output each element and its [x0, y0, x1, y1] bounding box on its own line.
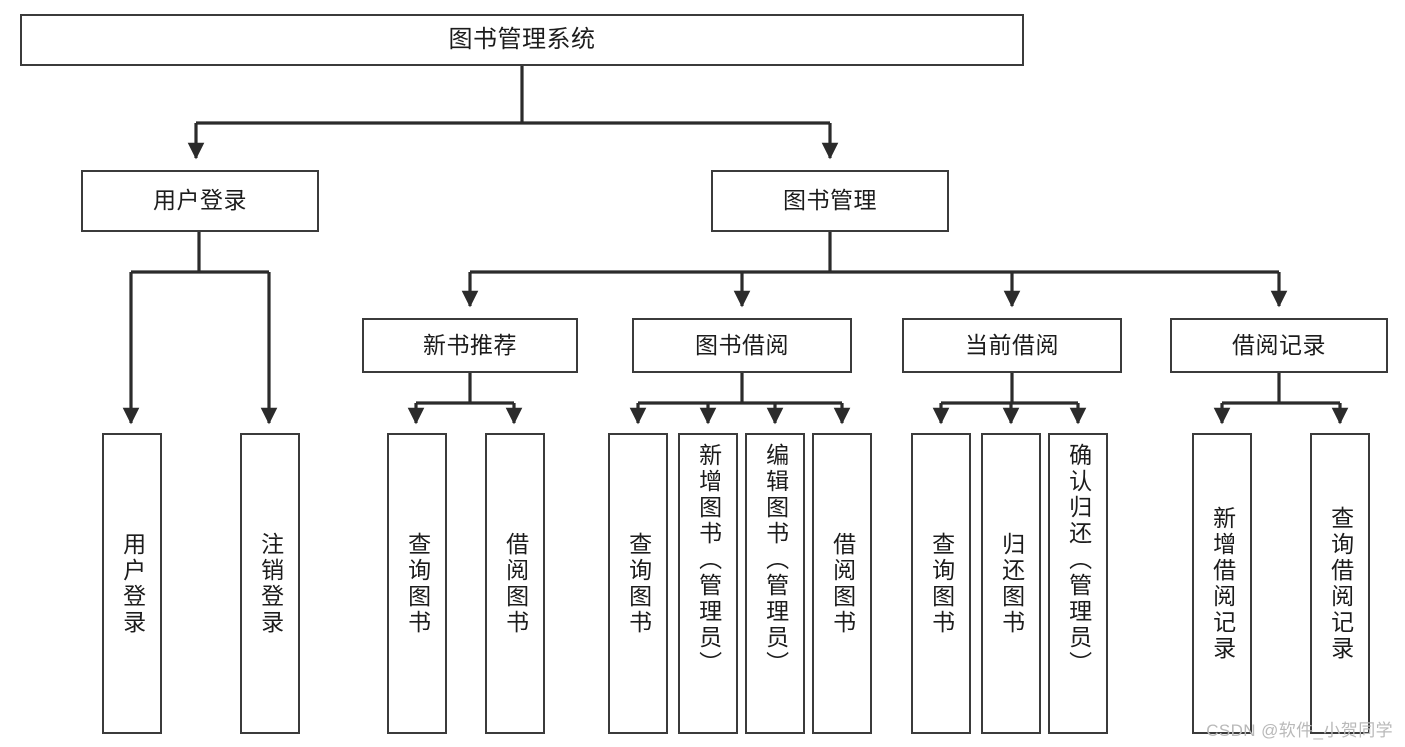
node-label: 图书管理	[783, 187, 877, 214]
node-leaf-logout-login[interactable]: 注销登录	[240, 433, 300, 734]
node-label: 确认归还（管理员）	[1065, 443, 1092, 677]
node-leaf-borrow-book-1[interactable]: 借阅图书	[485, 433, 545, 734]
node-label: 新增图书（管理员）	[695, 443, 722, 677]
node-leaf-confirm-return[interactable]: 确认归还（管理员）	[1048, 433, 1108, 734]
node-label: 借阅记录	[1232, 331, 1326, 358]
node-leaf-add-record[interactable]: 新增借阅记录	[1192, 433, 1252, 734]
watermark-text: CSDN @软件_小贺同学	[1206, 721, 1393, 740]
node-leaf-user-login[interactable]: 用户登录	[102, 433, 162, 734]
node-label: 用户登录	[119, 531, 146, 636]
node-leaf-query-book-3[interactable]: 查询图书	[911, 433, 971, 734]
node-leaf-add-book[interactable]: 新增图书（管理员）	[678, 433, 738, 734]
node-label: 归还图书	[998, 531, 1025, 636]
node-borrow-record[interactable]: 借阅记录	[1170, 318, 1388, 373]
node-label: 查询图书	[404, 531, 431, 636]
node-current-borrow[interactable]: 当前借阅	[902, 318, 1122, 373]
node-label: 查询图书	[928, 531, 955, 636]
node-leaf-borrow-book-2[interactable]: 借阅图书	[812, 433, 872, 734]
node-label: 用户登录	[153, 187, 247, 214]
node-label: 注销登录	[257, 531, 284, 636]
node-label: 编辑图书（管理员）	[762, 443, 789, 677]
node-label: 借阅图书	[829, 531, 856, 636]
node-label: 新书推荐	[423, 331, 517, 358]
node-book-borrow[interactable]: 图书借阅	[632, 318, 852, 373]
node-label: 当前借阅	[965, 331, 1059, 358]
node-label: 查询借阅记录	[1327, 505, 1354, 662]
node-leaf-query-record[interactable]: 查询借阅记录	[1310, 433, 1370, 734]
node-label: 新增借阅记录	[1209, 505, 1236, 662]
node-label: 图书管理系统	[448, 25, 596, 53]
node-leaf-query-book-1[interactable]: 查询图书	[387, 433, 447, 734]
node-leaf-edit-book[interactable]: 编辑图书（管理员）	[745, 433, 805, 734]
node-label: 查询图书	[625, 531, 652, 636]
node-book-management[interactable]: 图书管理	[711, 170, 949, 232]
node-leaf-return-book[interactable]: 归还图书	[981, 433, 1041, 734]
node-new-book-recommend[interactable]: 新书推荐	[362, 318, 578, 373]
node-root-system[interactable]: 图书管理系统	[20, 14, 1024, 66]
node-label: 图书借阅	[695, 331, 789, 358]
node-label: 借阅图书	[502, 531, 529, 636]
node-user-login[interactable]: 用户登录	[81, 170, 319, 232]
node-leaf-query-book-2[interactable]: 查询图书	[608, 433, 668, 734]
